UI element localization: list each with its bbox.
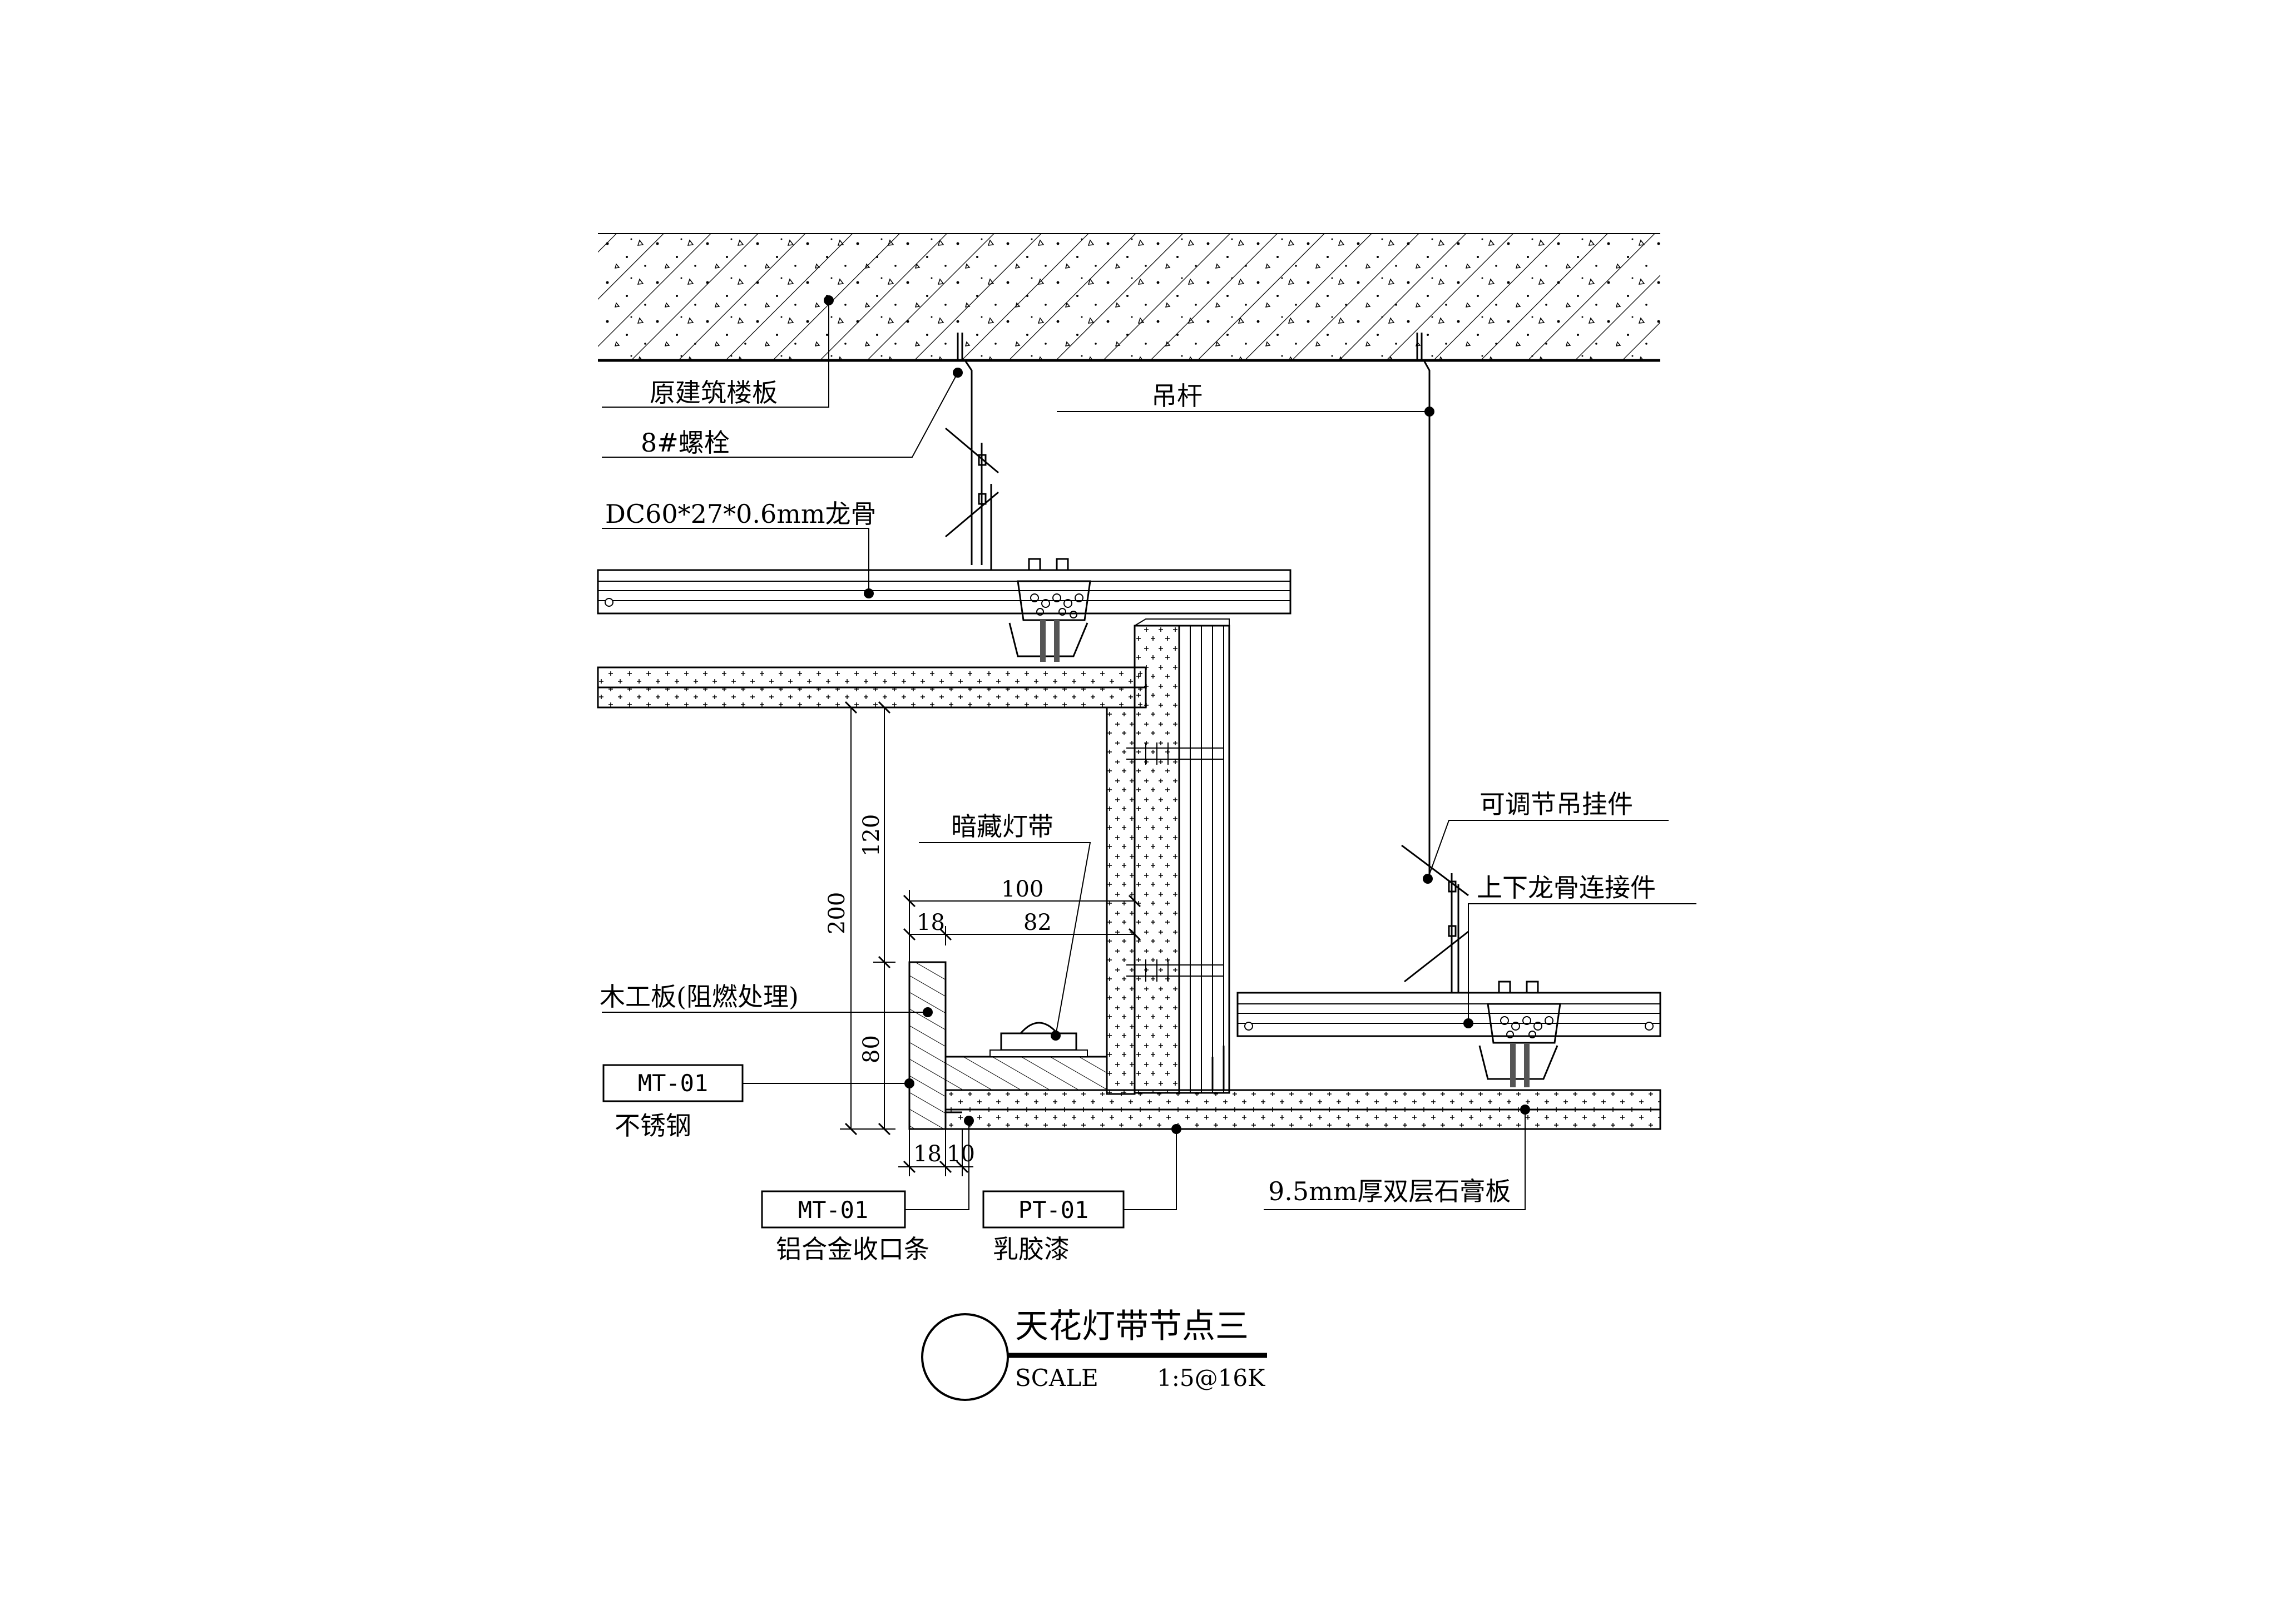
dim-18-top: 18	[917, 910, 945, 935]
drawing-title: 天花灯带节点三	[1015, 1307, 1249, 1346]
leaders	[602, 295, 1696, 1210]
dim-200: 200	[824, 892, 850, 934]
label-hidden-light: 暗藏灯带	[951, 811, 1053, 841]
svg-text:MT-01: MT-01	[638, 1070, 708, 1097]
upper-gypsum-board	[597, 666, 1147, 709]
scale-label: SCALE	[1015, 1364, 1098, 1392]
upper-keel	[597, 569, 1292, 615]
vertical-drop-wall	[1126, 618, 1230, 1094]
label-keel: DC60*27*0.6mm龙骨	[605, 499, 877, 529]
upper-runner-clip	[1008, 558, 1091, 662]
concrete-slab	[598, 233, 1660, 362]
dim-10: 10	[947, 1141, 975, 1167]
wood-fascia-board	[908, 961, 962, 1130]
label-slab: 原建筑楼板	[650, 378, 778, 408]
label-gypsum-board: 9.5mm厚双层石膏板	[1268, 1176, 1511, 1206]
label-hanger-rod: 吊杆	[1151, 381, 1203, 411]
dim-82: 82	[1023, 910, 1052, 935]
tag-pt01-paint: PT-01	[982, 1190, 1125, 1229]
label-bolt: 8#螺栓	[641, 428, 730, 458]
label-adjustable-hanger: 可调节吊挂件	[1479, 789, 1633, 819]
hanger-rod-left	[945, 333, 999, 570]
tag-mt01-aluminum: MT-01	[761, 1190, 906, 1229]
cove-box	[944, 706, 1661, 1130]
label-latex-paint: 乳胶漆	[993, 1234, 1070, 1264]
dim-120: 120	[859, 814, 884, 856]
label-stainless: 不锈钢	[615, 1111, 691, 1141]
dim-18-bottom: 18	[913, 1141, 942, 1167]
svg-text:MT-01: MT-01	[798, 1196, 868, 1224]
tag-mt01-stainless: MT-01	[602, 1064, 744, 1102]
label-aluminum-trim: 铝合金收口条	[776, 1234, 929, 1264]
svg-text:PT-01: PT-01	[1018, 1196, 1088, 1224]
dimensions	[840, 701, 1141, 1176]
hanger-rod-right	[1401, 333, 1469, 996]
dim-80: 80	[859, 1035, 884, 1063]
label-keel-connector: 上下龙骨连接件	[1477, 873, 1656, 903]
lower-runner-clip	[1478, 981, 1561, 1087]
led-strip	[989, 1022, 1088, 1057]
scale-value: 1:5@16K	[1157, 1364, 1266, 1392]
dim-100: 100	[1001, 877, 1043, 902]
title-block: 天花灯带节点三 SCALE 1:5@16K	[921, 1307, 1267, 1401]
label-wood-board: 木工板(阻燃处理)	[600, 982, 799, 1012]
lower-keel	[1236, 992, 1661, 1037]
